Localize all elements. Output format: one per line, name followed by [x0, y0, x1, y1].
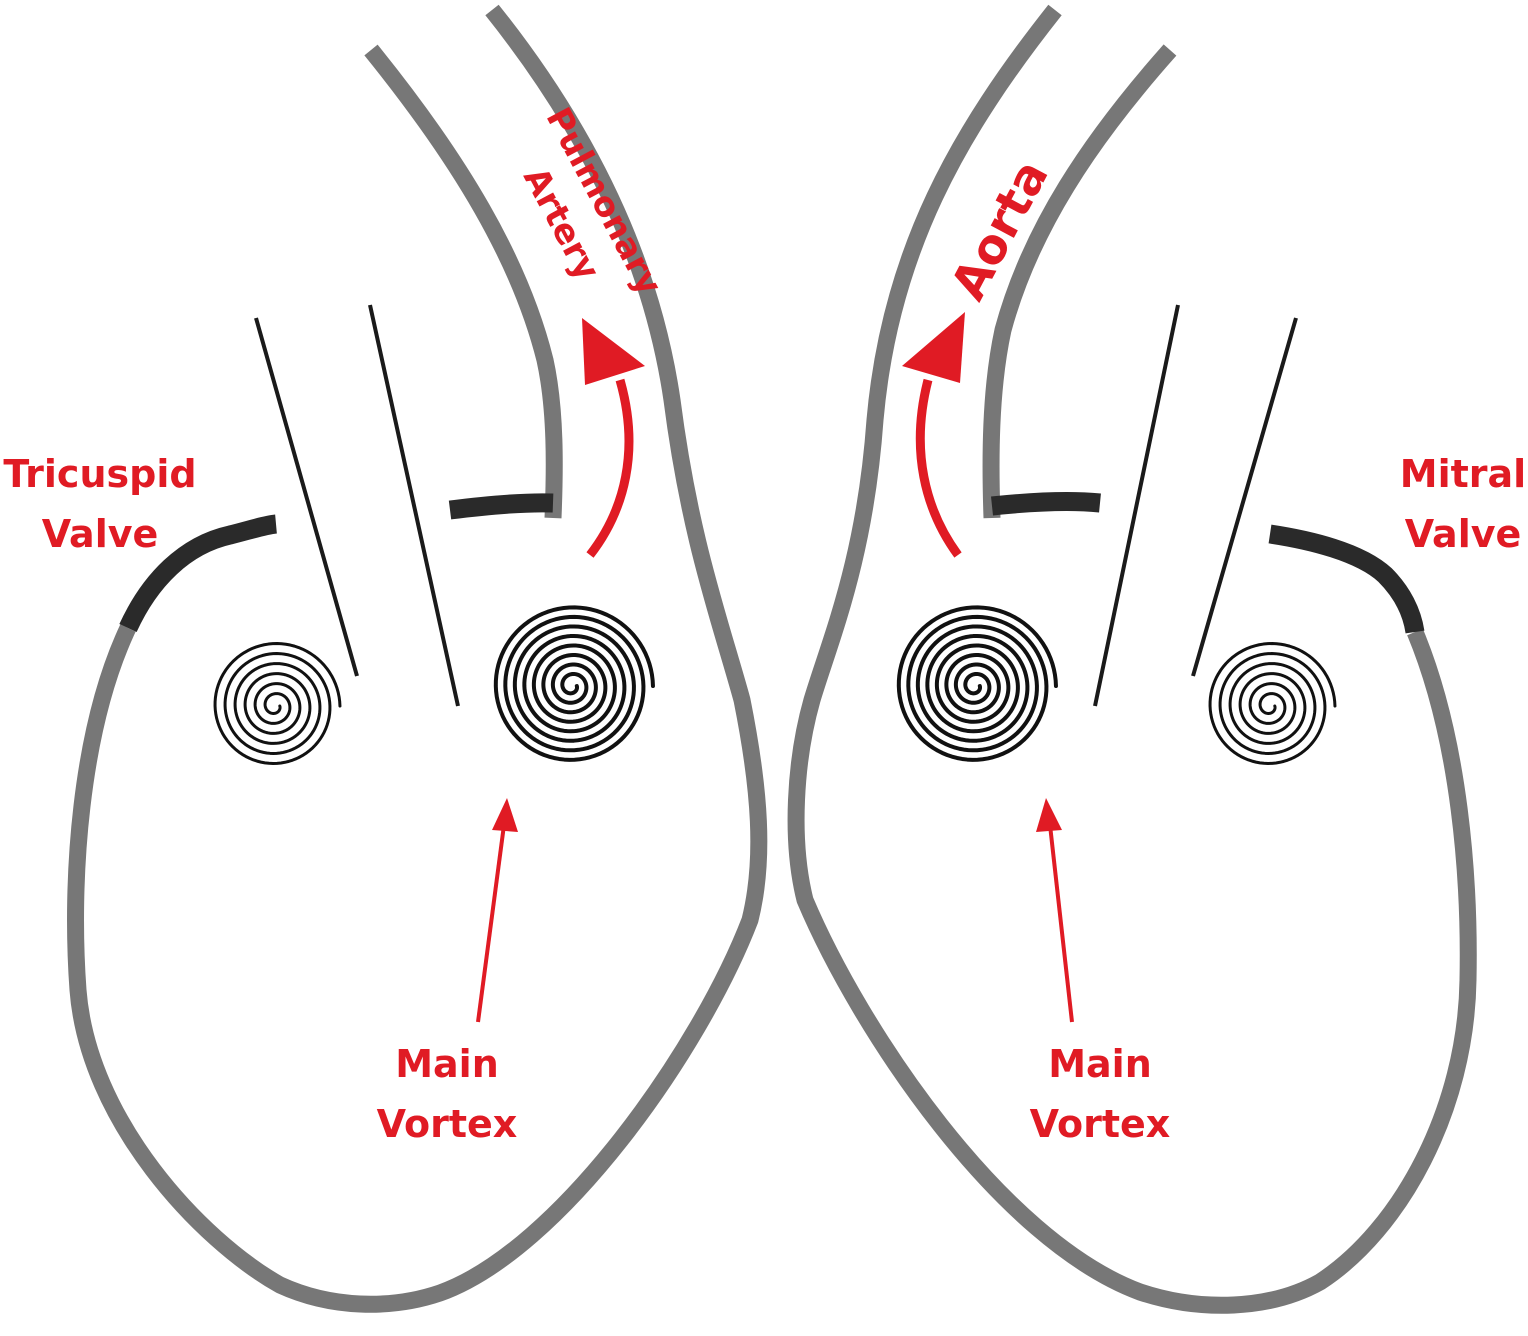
main-vortex-pointer-right — [1048, 824, 1074, 1023]
mitral-valve-annulus — [1268, 524, 1425, 634]
main-vortex-pointer-left — [476, 824, 506, 1023]
tricuspid-valve-label-line1: Tricuspid — [3, 452, 196, 496]
aortic-flow-arrow — [915, 378, 962, 558]
left-ventricle-wall — [787, 4, 1477, 1314]
pulmonary-artery-inner-wall — [364, 44, 563, 519]
right-ventricle-wall — [67, 4, 768, 1313]
pulmonary-valve-annulus — [448, 493, 554, 520]
aortic-flow-arrowhead — [902, 312, 965, 383]
vortex-spiral-main-left — [493, 605, 655, 762]
main-vortex-label-left-line1: Main — [395, 1042, 499, 1086]
main-vortex-label-right-line2: Vortex — [1030, 1102, 1171, 1146]
right-ventricle — [67, 4, 768, 1313]
vortex-spiral-small-left — [213, 642, 342, 765]
aorta-inner-wall — [982, 44, 1177, 519]
main-vortex-pointer-head-left — [492, 798, 518, 832]
left-ventricle — [787, 4, 1477, 1314]
main-vortex-label-left-line2: Vortex — [377, 1102, 518, 1146]
vortex-spiral-small-right — [1208, 642, 1337, 765]
tricuspid-valve-label-line2: Valve — [42, 512, 159, 556]
mitral-valve-label-line1: Mitral — [1400, 452, 1526, 496]
main-vortex-label-right-line1: Main — [1048, 1042, 1152, 1086]
tricuspid-leaflet — [254, 317, 359, 677]
anterior-mitral-leaflet — [1093, 304, 1180, 707]
main-vortex-pointer-head-right — [1036, 798, 1062, 832]
pulmonary-flow-arrowhead — [582, 318, 645, 385]
vortex-spiral-main-right — [896, 605, 1058, 762]
mitral-leaflet — [1191, 317, 1298, 677]
pulmonary-flow-arrow — [586, 378, 634, 558]
tricuspid-valve-annulus — [119, 514, 278, 633]
mitral-valve-label-line2: Valve — [1405, 512, 1522, 556]
aortic-valve-annulus — [991, 492, 1101, 516]
septal-leaflet — [368, 304, 460, 707]
